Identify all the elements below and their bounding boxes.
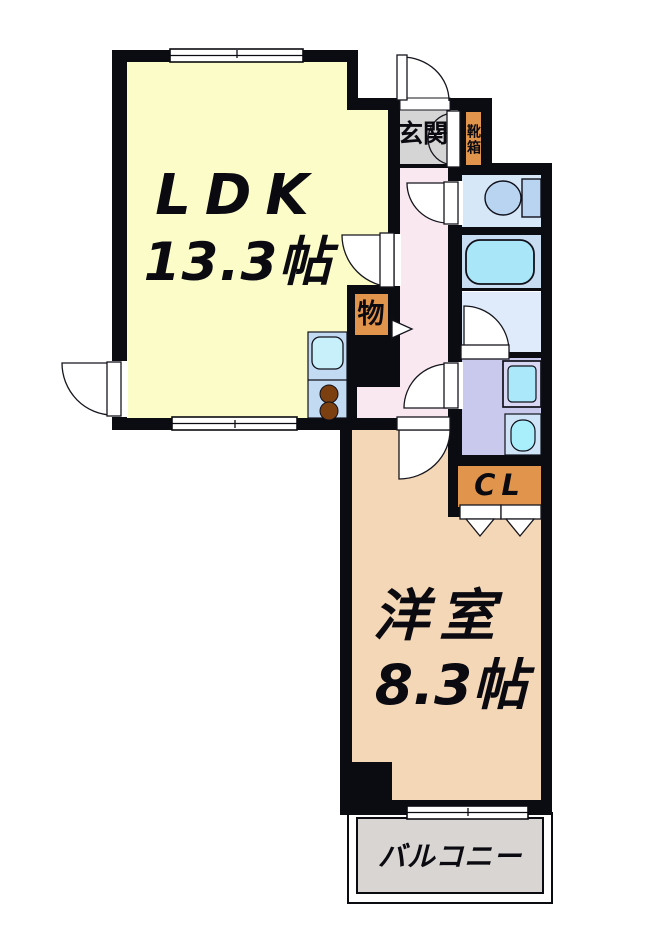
wall-notch <box>347 50 358 110</box>
storage-box <box>355 294 388 335</box>
storage-label: 物 <box>357 299 385 330</box>
kitchen-sink-icon <box>311 336 344 370</box>
window-icon-ldk-bottom <box>171 416 298 431</box>
arrow-right-icon <box>391 318 414 340</box>
toilet-icon <box>484 178 542 218</box>
balcony-area <box>347 812 553 904</box>
folding-door-icon <box>459 504 542 538</box>
wall-right-column-top <box>458 163 552 175</box>
washing-machine-icon <box>502 360 542 408</box>
wall-entrance-hall-divider <box>400 164 462 168</box>
kitchen-counter <box>307 331 348 421</box>
western-room-door-icon <box>396 416 451 480</box>
windows <box>169 48 529 820</box>
balcony-label: バルコニー <box>377 840 523 873</box>
wall-right-outer <box>541 163 552 815</box>
fixtures <box>307 178 542 456</box>
shoe-box-label: 靴箱 <box>465 124 481 156</box>
wall-hall-right-2 <box>448 224 462 362</box>
closet-box <box>458 466 541 507</box>
ldk-door-icon <box>341 232 401 288</box>
entrance-door-icon <box>396 54 451 111</box>
ldk-size-label: 13.3帖 <box>143 232 333 293</box>
stove-burners-icon <box>319 384 339 421</box>
wall-pillar-west <box>340 762 392 815</box>
wall-kitchen-hall <box>347 387 357 418</box>
bath-door-icon <box>460 305 510 360</box>
toilet-door-icon <box>406 181 463 225</box>
window-icon-west-bottom <box>406 805 529 820</box>
ldk-side-door-icon <box>61 361 128 417</box>
shoe-box <box>466 112 481 165</box>
closet-label: CL <box>474 468 526 502</box>
entrance-inner-door-icon <box>427 110 461 168</box>
orange-insets <box>355 112 541 507</box>
wall-washroom-closet <box>448 455 552 466</box>
wall-ldk-hall <box>388 98 400 237</box>
window-icon-ldk-top <box>169 48 304 63</box>
sink-icon <box>504 413 542 456</box>
western-room-label: 洋室 <box>373 584 505 649</box>
wall-bath-divider <box>462 288 541 291</box>
wall-toilet-bath <box>448 227 552 235</box>
balcony-floor <box>356 817 544 894</box>
ldk-label: LDK <box>155 163 323 228</box>
doors <box>61 54 542 538</box>
washroom-door-icon <box>403 362 463 409</box>
western-room-size: 8.3帖 <box>374 653 528 717</box>
wall-west-left <box>340 418 352 815</box>
entrance-label: 玄関 <box>397 119 448 148</box>
wall-ldk-left <box>112 50 127 430</box>
wall-hall-right-1 <box>448 167 462 182</box>
bathtub-icon <box>465 239 535 285</box>
